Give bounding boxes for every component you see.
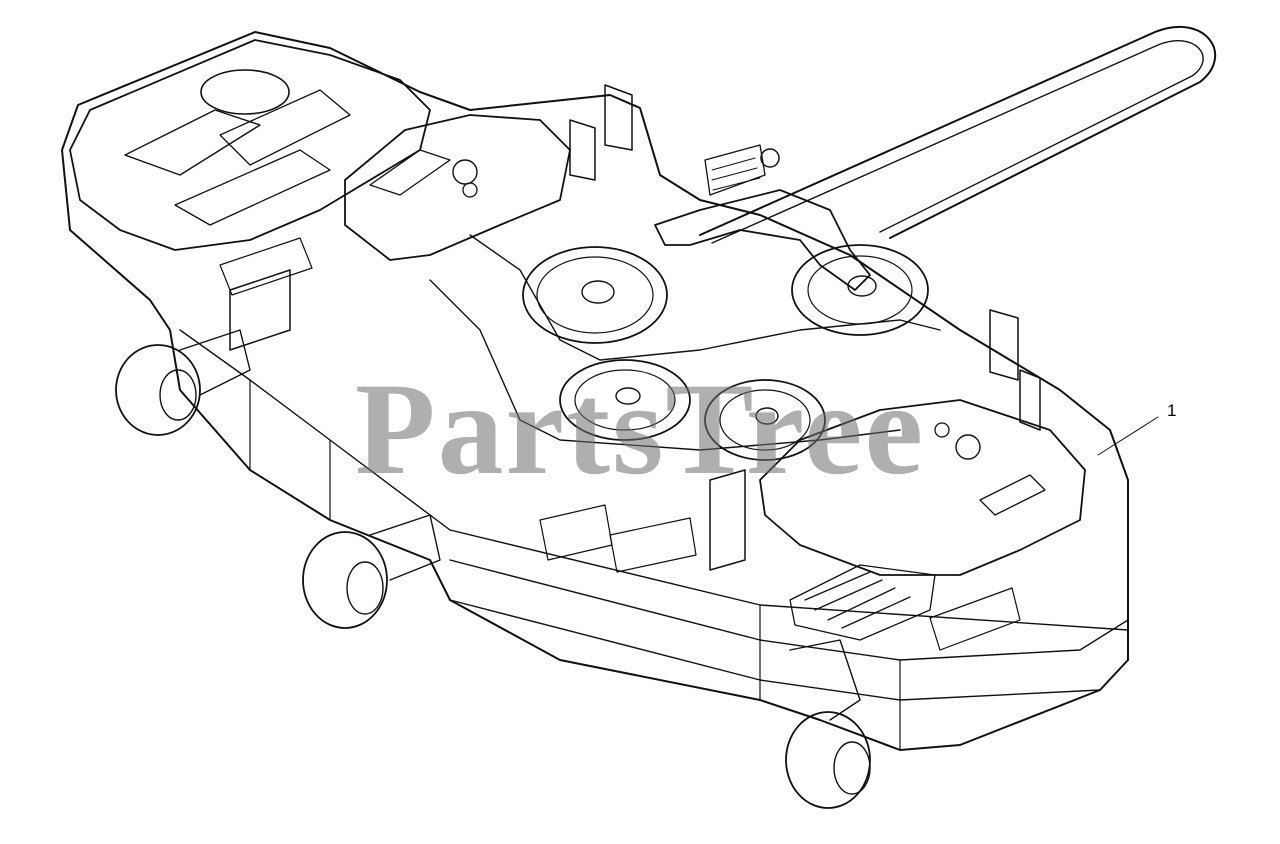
mounting-brackets bbox=[229, 84, 1041, 571]
deck-shell bbox=[61, 31, 1129, 751]
idler-pulley-left bbox=[559, 359, 691, 441]
left-spindle-cover bbox=[69, 39, 431, 251]
center-spindle-pulley bbox=[522, 246, 668, 344]
callout-label-1[interactable]: 1 bbox=[1167, 401, 1177, 420]
wheel-front-right bbox=[785, 711, 871, 809]
wheel-rear-left bbox=[115, 344, 201, 436]
pulleys bbox=[522, 244, 929, 461]
idler-arm-assembly bbox=[654, 144, 871, 291]
right-spindle-cover bbox=[759, 399, 1086, 576]
right-spindle-pulley bbox=[791, 244, 929, 336]
belt-channel bbox=[429, 234, 941, 451]
discharge-grille bbox=[789, 564, 936, 641]
center-spindle-cover bbox=[344, 114, 571, 261]
callout-leader-line bbox=[1097, 416, 1159, 456]
safety-decals bbox=[219, 237, 1021, 651]
wheel-front-left bbox=[302, 531, 388, 629]
gauge-wheels bbox=[115, 329, 871, 809]
drive-belt bbox=[699, 25, 1217, 244]
idler-pulley-right bbox=[704, 379, 826, 461]
